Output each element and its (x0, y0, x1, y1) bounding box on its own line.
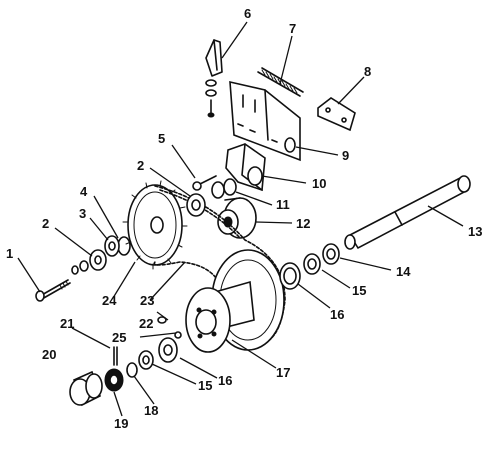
part-4-snap-ring (117, 236, 131, 256)
callout-14: 14 (396, 264, 411, 279)
part-9-mounting-bracket (229, 80, 301, 162)
callout-21: 21 (60, 316, 74, 331)
callout-20: 20 (42, 347, 56, 362)
callout-13: 13 (468, 224, 482, 239)
part-20-hub-cap (69, 370, 103, 407)
part-13-axle (344, 175, 471, 250)
callout-15a: 15 (352, 283, 366, 298)
part-2-bearing-upper (186, 193, 206, 217)
callout-19: 19 (114, 416, 128, 431)
callout-25: 25 (112, 330, 126, 345)
part-16-bearing-lower (158, 337, 178, 363)
callout-8: 8 (364, 64, 371, 79)
callout-3: 3 (79, 206, 86, 221)
part-6-bracket (205, 39, 223, 118)
part-11-washers (211, 178, 237, 199)
part-14-washer (322, 243, 340, 265)
callout-17: 17 (276, 365, 290, 380)
part-15-bearing-upper (303, 253, 321, 275)
part-5-bolt (192, 175, 217, 191)
callout-2b: 2 (137, 158, 144, 173)
part-24-small-sprocket (122, 180, 188, 270)
callout-12: 12 (296, 216, 310, 231)
callout-18: 18 (144, 403, 158, 418)
part-3-bearing (104, 235, 120, 257)
callout-10: 10 (312, 176, 326, 191)
callout-2a: 2 (42, 216, 49, 231)
part-21-cotter-pin (113, 346, 118, 366)
callout-5: 5 (158, 131, 165, 146)
callout-23: 23 (140, 293, 154, 308)
part-8-plate (317, 97, 356, 132)
part-2-bearing-lower (71, 249, 107, 275)
part-7-spring (257, 67, 304, 97)
part-17-large-sprocket-hub (185, 249, 285, 353)
callout-15b: 15 (198, 378, 212, 393)
part-22-stud (157, 316, 167, 324)
callout-7: 7 (289, 21, 296, 36)
callout-22: 22 (139, 316, 153, 331)
callout-4: 4 (80, 184, 88, 199)
part-1-bolt (35, 279, 71, 302)
callout-24: 24 (102, 293, 117, 308)
callout-9: 9 (342, 148, 349, 163)
callout-1: 1 (6, 246, 13, 261)
part-15-washer-lower (138, 350, 154, 370)
part-25-washer (174, 331, 182, 339)
callout-11: 11 (276, 197, 290, 212)
callout-16b: 16 (218, 373, 232, 388)
leader-lines (17, 21, 464, 417)
callout-16a: 16 (330, 307, 344, 322)
part-16-ring-upper (279, 262, 301, 290)
callout-6: 6 (244, 6, 251, 21)
part-18-washer (126, 362, 138, 378)
part-19-castle-nut (104, 368, 124, 392)
